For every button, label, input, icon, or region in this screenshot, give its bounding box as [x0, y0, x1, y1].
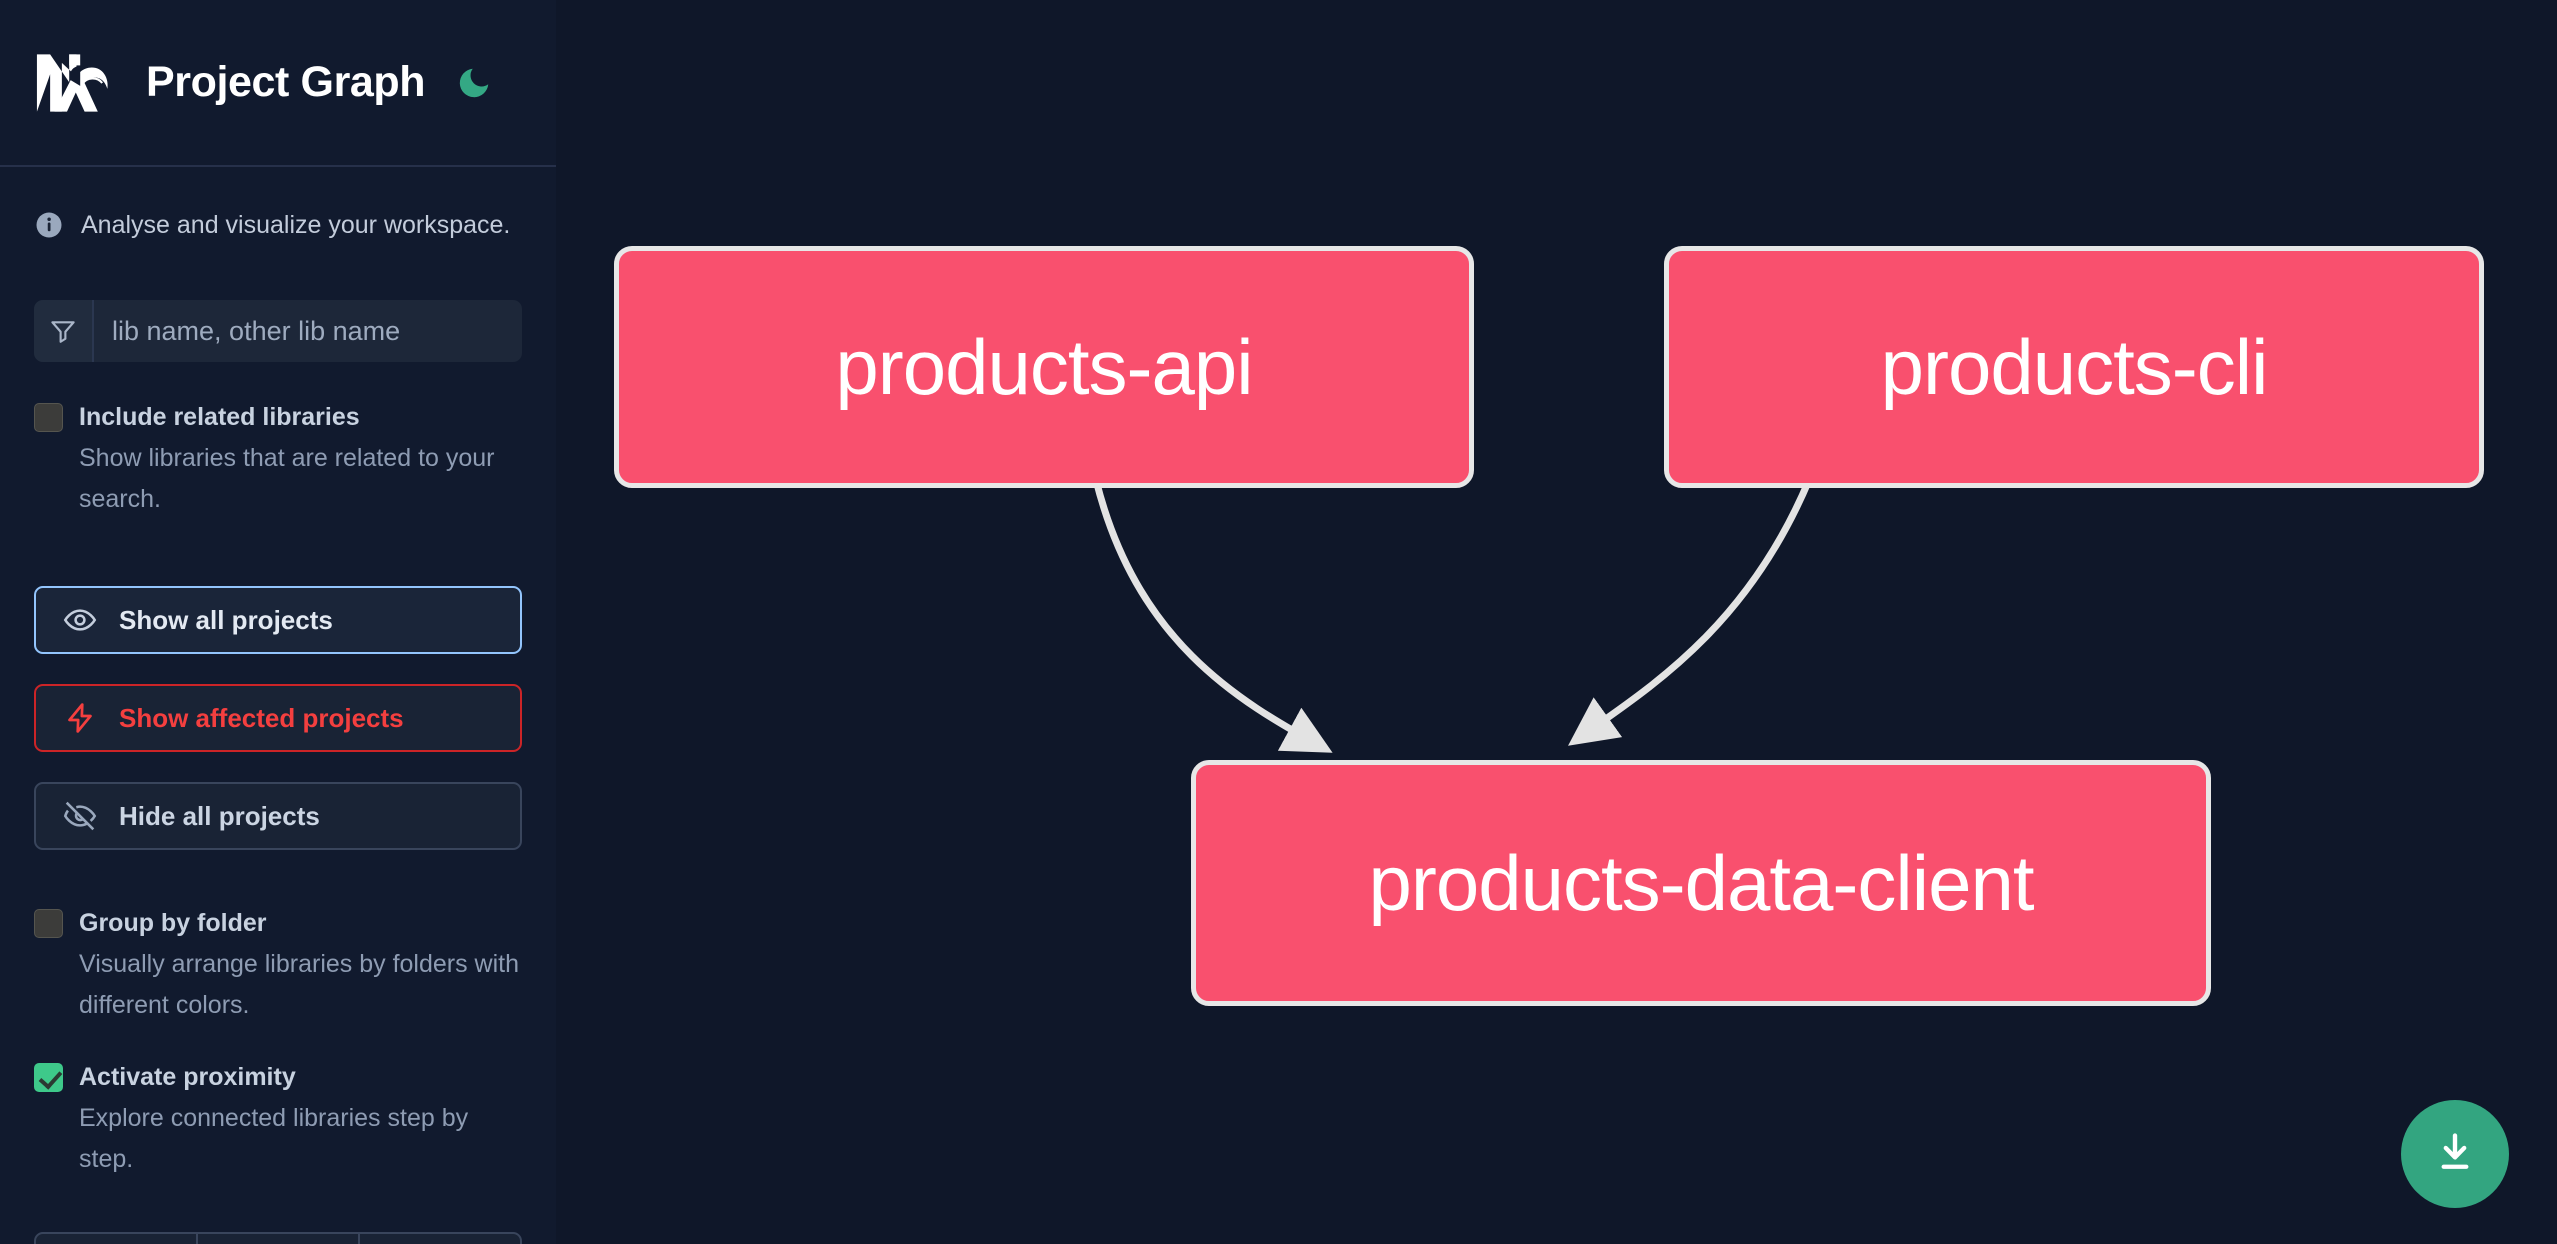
filter-field[interactable] [34, 300, 522, 362]
activate-proximity-description: Explore connected libraries step by step… [79, 1104, 469, 1173]
activate-proximity-label: Activate proximity [79, 1063, 296, 1091]
activate-proximity-checkbox[interactable] [34, 1063, 63, 1092]
hide-all-projects-button[interactable]: Hide all projects [34, 782, 522, 850]
graph-node-products-cli[interactable]: products-cli [1664, 246, 2484, 488]
graph-node-label: products-cli [1880, 322, 2269, 411]
graph-edges [1092, 478, 1813, 753]
page-title: Project Graph [146, 58, 426, 106]
workspace-info-text: Analyse and visualize your workspace. [81, 210, 511, 239]
proximity-segmented-control[interactable] [34, 1232, 522, 1244]
proximity-segment-1[interactable] [36, 1234, 198, 1244]
include-related-libraries-label: Include related libraries [79, 403, 360, 431]
eye-icon [63, 603, 97, 637]
group-by-folder-checkbox[interactable] [34, 909, 63, 938]
graph-node-label: products-api [835, 322, 1253, 411]
proximity-segment-3[interactable] [360, 1234, 520, 1244]
lightning-bolt-icon [63, 701, 97, 735]
sidebar-header: Project Graph [0, 0, 556, 167]
show-affected-projects-button[interactable]: Show affected projects [34, 684, 522, 752]
sidebar-body: Analyse and visualize your workspace. In… [0, 207, 556, 1180]
nx-logo-icon [34, 50, 122, 116]
sidebar: Project Graph Analyse and visualize your… [0, 0, 556, 1244]
group-by-folder-description: Visually arrange libraries by folders wi… [79, 950, 520, 1019]
hide-all-projects-label: Hide all projects [119, 800, 320, 831]
graph-node-label: products-data-client [1368, 838, 2034, 927]
graph-node-products-data-client[interactable]: products-data-client [1191, 760, 2211, 1006]
edge-products-cli-to-products-data-client [1568, 478, 1813, 746]
checkbox-row-include-related-libraries[interactable]: Include related libraries Show libraries… [34, 396, 522, 520]
moon-icon[interactable] [453, 62, 495, 104]
checkbox-row-activate-proximity[interactable]: Activate proximity Explore connected lib… [34, 1056, 522, 1180]
checkbox-row-group-by-folder[interactable]: Group by folder Visually arrange librari… [34, 902, 522, 1026]
eye-off-icon [63, 799, 97, 833]
search-input[interactable] [94, 300, 522, 362]
download-icon [2430, 1128, 2480, 1181]
graph-node-products-api[interactable]: products-api [614, 246, 1474, 488]
download-graph-button[interactable] [2401, 1100, 2509, 1208]
include-related-libraries-description: Show libraries that are related to your … [79, 444, 495, 513]
edge-products-api-to-products-data-client [1092, 479, 1333, 753]
workspace-info: Analyse and visualize your workspace. [34, 207, 522, 243]
proximity-segment-2[interactable] [198, 1234, 360, 1244]
graph-canvas[interactable]: products-api products-cli products-data-… [556, 0, 2557, 1244]
show-affected-projects-label: Show affected projects [119, 702, 404, 733]
group-by-folder-label: Group by folder [79, 909, 267, 937]
show-all-projects-label: Show all projects [119, 604, 333, 635]
info-icon [34, 210, 64, 240]
include-related-libraries-checkbox[interactable] [34, 403, 63, 432]
show-all-projects-button[interactable]: Show all projects [34, 586, 522, 654]
funnel-icon [34, 300, 94, 362]
